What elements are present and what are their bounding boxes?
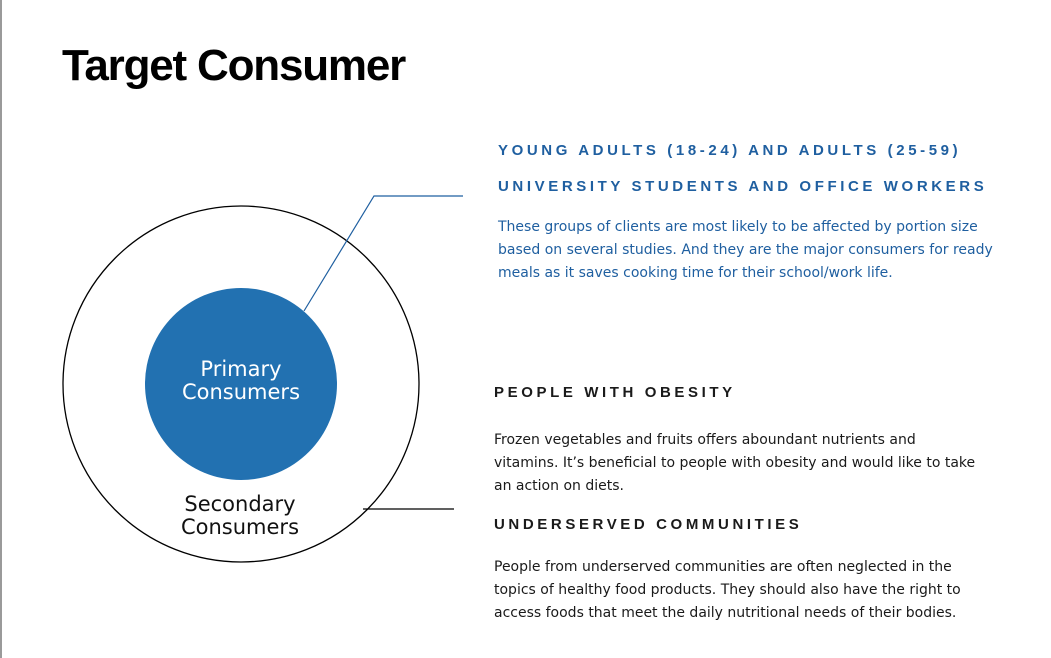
secondary-consumers-circle <box>62 205 420 563</box>
underserved-heading: UNDERSERVED COMMUNITIES <box>494 516 803 533</box>
primary-consumers-circle <box>145 288 337 480</box>
page-edge <box>0 0 2 658</box>
primary-description: These groups of clients are most likely … <box>498 219 993 281</box>
primary-label-line-1: Primary <box>200 357 282 381</box>
secondary-consumers-label: Secondary Consumers <box>140 493 340 539</box>
primary-consumers-label: Primary Consumers <box>145 358 337 404</box>
underserved-section: UNDERSERVED COMMUNITIES People from unde… <box>494 516 994 625</box>
page-title: Target Consumer <box>62 41 406 90</box>
primary-connector-line <box>303 195 463 312</box>
primary-group-section: YOUNG ADULTS (18-24) AND ADULTS (25-59) … <box>498 142 1018 285</box>
primary-heading-age: YOUNG ADULTS (18-24) AND ADULTS (25-59) <box>498 142 962 159</box>
secondary-label-line-1: Secondary <box>184 492 296 516</box>
obesity-section: PEOPLE WITH OBESITY Frozen vegetables an… <box>494 384 994 498</box>
primary-label-line-2: Consumers <box>181 380 301 404</box>
obesity-heading: PEOPLE WITH OBESITY <box>494 384 736 401</box>
underserved-description: People from underserved communities are … <box>494 559 961 621</box>
secondary-label-line-2: Consumers <box>180 515 300 539</box>
primary-heading-occupation: UNIVERSITY STUDENTS AND OFFICE WORKERS <box>498 178 988 195</box>
obesity-description: Frozen vegetables and fruits offers abou… <box>494 432 976 494</box>
